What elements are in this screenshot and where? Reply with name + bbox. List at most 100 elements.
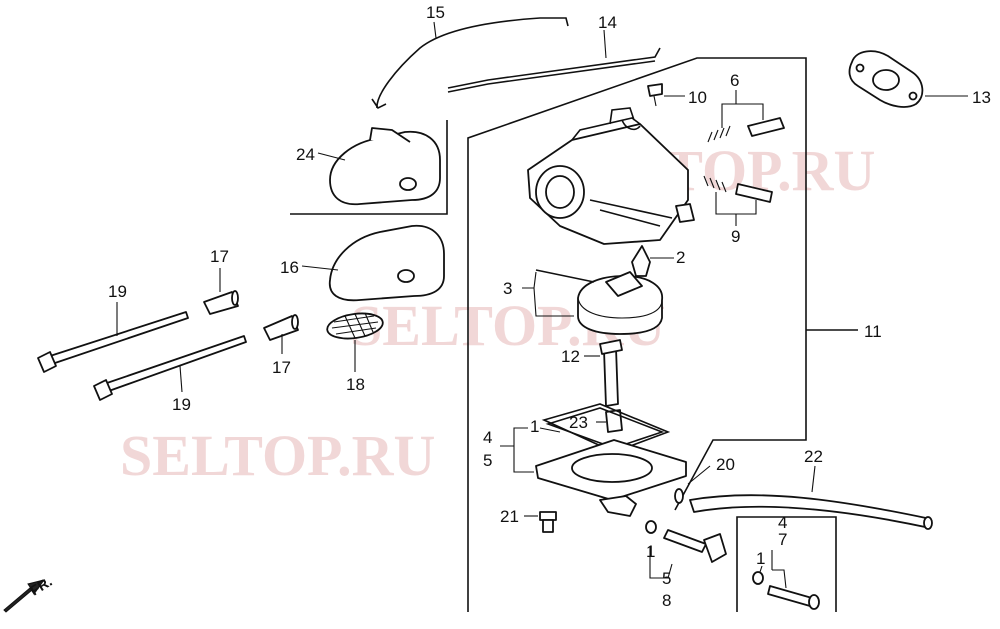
screw-9: [735, 183, 773, 203]
pilot-screw-7: [767, 585, 813, 607]
rod-14: [447, 47, 661, 89]
air-elbow-24-hole: [399, 177, 417, 191]
leader-5-8: [649, 546, 673, 579]
callout-15: 15: [426, 3, 445, 22]
spring-9: [703, 175, 727, 193]
bolt-21-shank: [542, 519, 554, 533]
assembly-frame-11: [467, 57, 807, 612]
leader-9: [715, 192, 757, 226]
float-3-rim: [577, 297, 663, 319]
screw-10-head: [647, 83, 663, 97]
carburetor-fitting: [675, 203, 695, 223]
carburetor-top-linkage: [571, 107, 641, 141]
drain-screw-8-knob: [703, 533, 727, 563]
callout-5-bottom: 5: [662, 569, 671, 588]
leader-4-5-left: [500, 427, 534, 473]
screw-6: [747, 117, 785, 137]
rod-15: [376, 17, 569, 109]
main-jet-12: [603, 347, 619, 407]
screen-18-mesh: [331, 312, 379, 339]
callout-18: 18: [346, 375, 365, 394]
callout-4-right: 4: [778, 513, 787, 532]
leader-19-lower: [179, 365, 183, 393]
float-3-tab: [605, 271, 643, 297]
callout-3: 3: [503, 279, 512, 298]
carburetor-ribs: [589, 199, 673, 227]
float-pin-3: [535, 269, 595, 283]
o-ring-1-drain: [645, 520, 657, 534]
bolt-19-upper: [49, 311, 189, 365]
leader-4-7: [771, 550, 787, 589]
float-3: [577, 275, 663, 335]
callout-1-pilot: 1: [756, 549, 765, 568]
bolt-19-lower: [103, 335, 247, 393]
float-chamber-gasket-1: [541, 403, 671, 453]
callout-1-gasket: 1: [530, 417, 539, 436]
leader-14: [603, 29, 607, 59]
bracket-24: [290, 120, 448, 215]
callout-7: 7: [778, 530, 787, 549]
leader-1-gasket: [539, 427, 561, 433]
callout-6: 6: [730, 71, 739, 90]
air-elbow-24: [329, 130, 441, 206]
leader-6: [721, 90, 764, 128]
bolt-19-upper-head: [37, 351, 57, 373]
spring-6: [707, 125, 731, 143]
gasket-13-bolt-hole-left: [855, 63, 865, 73]
main-jet-12-head: [599, 339, 623, 355]
air-elbow-16-hole: [397, 269, 415, 283]
pilot-screw-7-head: [808, 594, 820, 610]
leader-24: [317, 152, 346, 161]
float-chamber-gasket-1-inner: [545, 407, 665, 449]
leader-22: [811, 465, 816, 493]
collar-17-upper-end: [231, 290, 239, 306]
washer-20: [674, 488, 684, 504]
carburetor-throat-inner: [545, 175, 575, 209]
float-chamber-5-bowl: [571, 453, 653, 483]
rod-15-hook: [371, 98, 387, 110]
leader-3: [522, 271, 574, 317]
callout-23: 23: [569, 413, 588, 432]
callout-9: 9: [731, 227, 740, 246]
sub-frame-bottom-right: [736, 516, 837, 612]
callout-17-upper: 17: [210, 247, 229, 266]
front-label: FR.: [27, 573, 55, 599]
gasket-13-bolt-hole-right: [908, 91, 918, 101]
leader-1-pilot: [759, 565, 763, 573]
collar-17-upper: [203, 291, 239, 315]
air-elbow-16: [328, 224, 445, 302]
callout-16: 16: [280, 258, 299, 277]
drain-screw-8: [663, 529, 707, 553]
callout-1-drain: 1: [646, 542, 655, 561]
collar-17-lower-end: [291, 314, 299, 330]
callout-5-left: 5: [483, 451, 492, 470]
drain-tube-22: [689, 494, 931, 529]
callout-22: 22: [804, 447, 823, 466]
callout-19-lower: 19: [172, 395, 191, 414]
leader-16: [301, 265, 339, 271]
gasket-13-hole: [872, 69, 900, 91]
callout-17-lower: 17: [272, 358, 291, 377]
callout-12: 12: [561, 347, 580, 366]
drain-tube-22-end: [923, 516, 933, 530]
bolt-21-head: [539, 511, 557, 521]
leader-20: [687, 465, 711, 485]
front-arrow-icon: [3, 579, 46, 613]
callout-2: 2: [676, 248, 685, 267]
rod-14-edge: [447, 60, 656, 93]
callout-24: 24: [296, 145, 315, 164]
leader-15: [433, 21, 437, 39]
callout-4-left: 4: [483, 428, 492, 447]
carburetor-spring: [621, 119, 641, 131]
callout-10: 10: [688, 88, 707, 107]
callout-8: 8: [662, 591, 671, 610]
callout-20: 20: [716, 455, 735, 474]
float-chamber-5-drain-boss: [599, 495, 637, 517]
float-valve-2: [631, 245, 651, 277]
callout-14: 14: [598, 13, 617, 32]
watermark-bottom: SELTOP.RU: [120, 423, 435, 488]
bolt-19-lower-head: [93, 379, 113, 401]
screen-18: [326, 312, 384, 340]
